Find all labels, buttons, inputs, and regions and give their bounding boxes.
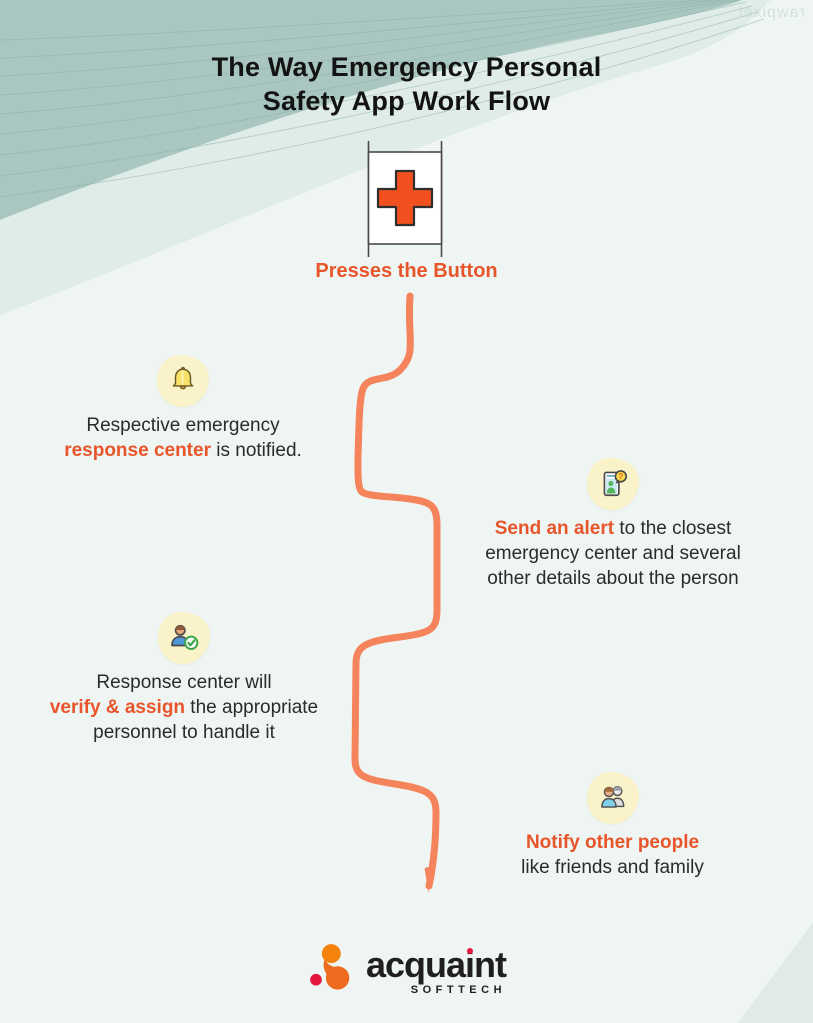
step-notify-others: Notify other people like friends and fam…	[455, 772, 770, 880]
acquaint-softtech-logo: acquaint SOFTTECH	[0, 941, 813, 996]
step-verify-assign: Response center will verify & assign the…	[28, 612, 340, 745]
page-title-line2: Safety App Work Flow	[262, 86, 551, 116]
people-icon	[586, 772, 639, 824]
step-response-center-notified: Respective emergency response center is …	[33, 355, 333, 463]
step-text: Send an alert to the closest emergency c…	[485, 518, 741, 589]
svg-text:?: ?	[618, 472, 623, 481]
trigger-label: Presses the Button	[315, 260, 498, 282]
watermark: rawpixel	[738, 4, 805, 21]
alert-phone-icon: ?	[587, 458, 639, 510]
bell-icon	[157, 355, 209, 407]
logo-text: acquaint SOFTTECH	[365, 941, 507, 997]
logo-subtitle: SOFTTECH	[410, 984, 507, 996]
step-text: Response center will verify & assign the…	[49, 672, 319, 743]
verify-person-icon	[158, 612, 210, 664]
step-send-alert: ? Send an alert to the closest emergency…	[453, 458, 773, 591]
step-text: Notify other people like friends and fam…	[521, 832, 704, 878]
emergency-cross-button-icon	[363, 141, 447, 262]
acquaint-logo-mark	[310, 944, 350, 990]
logo-wordmark: acquaint	[365, 944, 507, 985]
page-title: The Way Emergency Personal Safety App Wo…	[0, 50, 813, 118]
page-title-line1: The Way Emergency Personal	[211, 52, 602, 82]
step-text: Respective emergency response center is …	[64, 415, 302, 461]
